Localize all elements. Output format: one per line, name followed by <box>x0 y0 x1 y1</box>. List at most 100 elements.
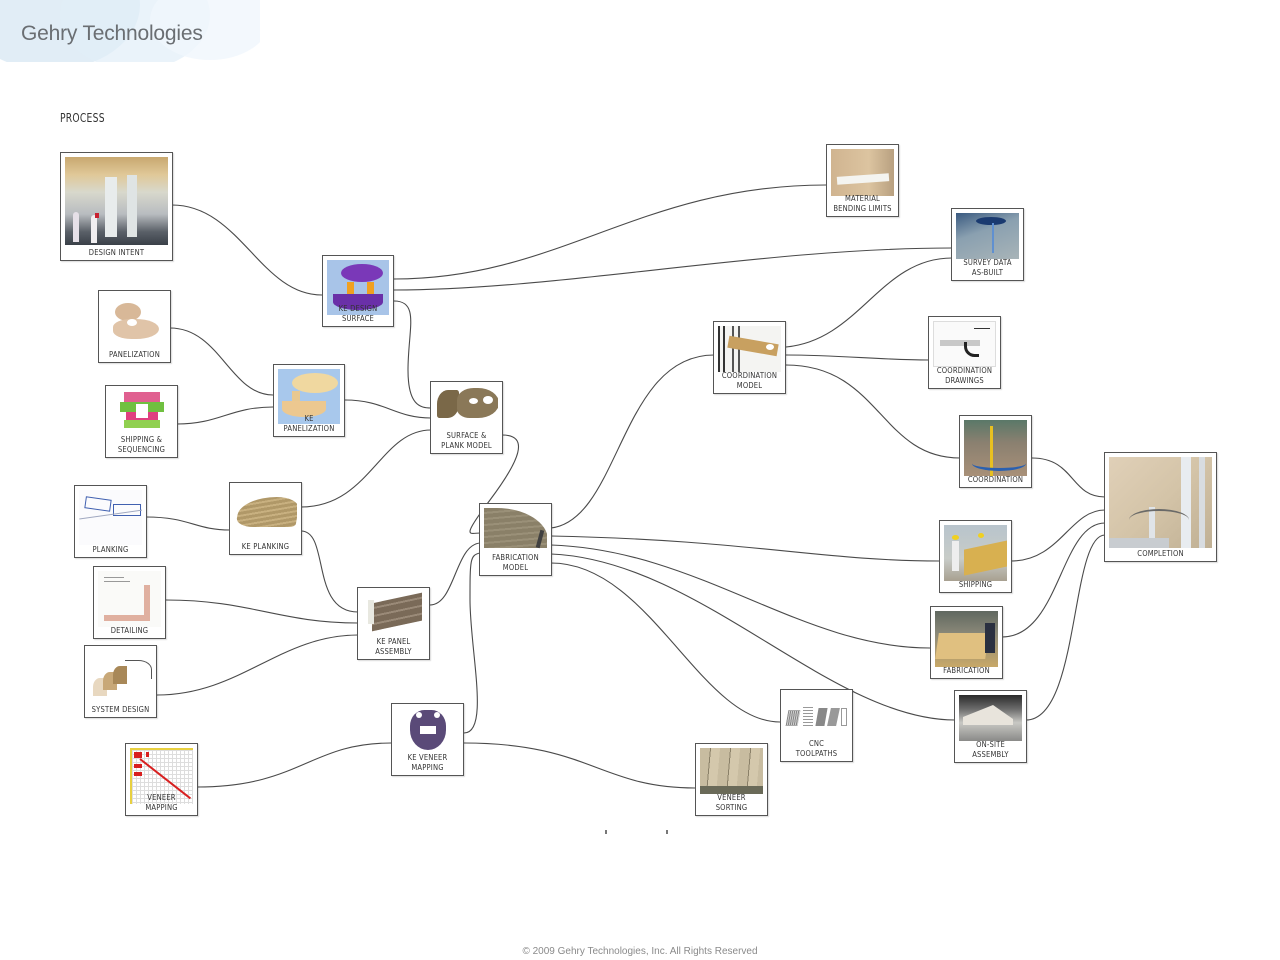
node-label: ON-SITE ASSEMBLY <box>972 740 1009 759</box>
node-planking[interactable]: PLANKING <box>74 485 147 558</box>
node-design-intent[interactable]: DESIGN INTENT <box>60 152 173 261</box>
node-coordination-drawings[interactable]: COORDINATION DRAWINGS <box>928 316 1001 389</box>
link-ke-panel-assembly-to-fabrication-model <box>429 542 481 606</box>
design-intent-image <box>65 157 168 245</box>
link-ke-design-surface-to-surface-plank <box>393 300 432 409</box>
link-ke-veneer-mapping-to-veneer-sorting <box>463 742 696 789</box>
shipping-image <box>944 525 1007 581</box>
link-ke-design-surface-to-survey-data <box>393 247 953 291</box>
node-shipping[interactable]: SHIPPING <box>939 520 1012 593</box>
section-title: PROCESS <box>60 111 105 125</box>
completion-image <box>1109 457 1212 548</box>
node-veneer-sorting[interactable]: VENEER SORTING <box>695 743 768 816</box>
planking-image <box>79 490 142 545</box>
copyright-footer: © 2009 Gehry Technologies, Inc. All Righ… <box>522 946 758 957</box>
node-label: PLANKING <box>92 545 129 554</box>
node-surface-plank-model[interactable]: SURFACE & PLANK MODEL <box>430 381 503 454</box>
node-label: PANELIZATION <box>109 350 160 359</box>
node-label: FABRICATION MODEL <box>492 553 539 572</box>
node-label: COORDINATION MODEL <box>721 371 778 390</box>
node-label: FABRICATION <box>943 666 990 675</box>
coordination-model-image <box>718 326 781 372</box>
node-cnc-toolpaths[interactable]: CNC TOOLPATHS <box>780 689 853 762</box>
ke-planking-image <box>234 487 297 539</box>
node-label: KE PLANKING <box>241 542 290 551</box>
fabrication-model-image <box>484 508 547 554</box>
node-label: SYSTEM DESIGN <box>91 705 150 714</box>
link-ke-planking-to-ke-panel-assembly <box>300 530 359 613</box>
node-label: CNC TOOLPATHS <box>795 739 838 758</box>
node-shipping-sequencing[interactable]: SHIPPING & SEQUENCING <box>105 385 178 458</box>
veneer-sorting-image <box>700 748 763 794</box>
node-completion[interactable]: COMPLETION <box>1104 452 1217 562</box>
node-ke-panel-assembly[interactable]: KE PANEL ASSEMBLY <box>357 587 430 660</box>
node-fabrication[interactable]: FABRICATION <box>930 606 1003 679</box>
link-veneer-mapping-to-ke-veneer-mapping <box>196 742 392 788</box>
node-system-design[interactable]: SYSTEM DESIGN <box>84 645 157 718</box>
node-label: VENEER MAPPING <box>145 793 178 812</box>
link-system-design-to-ke-panel-assembly <box>156 634 359 696</box>
node-ke-design-surface[interactable]: KE DESIGN SURFACE <box>322 255 394 327</box>
node-label: SHIPPING & SEQUENCING <box>117 435 166 454</box>
cnc-toolpaths-image <box>785 694 848 738</box>
link-panelization-to-ke-panelization <box>169 327 274 396</box>
stray-mark <box>605 830 607 834</box>
ke-panelization-image <box>278 369 340 424</box>
link-shipping-sequencing-to-ke-panelization <box>176 406 274 425</box>
node-fabrication-model[interactable]: FABRICATION MODEL <box>479 503 552 576</box>
material-bending-limits-image <box>831 149 894 196</box>
link-design-intent-to-ke-design-surface <box>171 204 323 296</box>
node-panelization[interactable]: PANELIZATION <box>98 290 171 363</box>
coordination-drawings-image <box>933 321 996 367</box>
node-on-site-assembly[interactable]: ON-SITE ASSEMBLY <box>954 690 1027 763</box>
node-ke-veneer-mapping[interactable]: KE VENEER MAPPING <box>391 703 464 776</box>
node-coordination-model[interactable]: COORDINATION MODEL <box>713 321 786 394</box>
node-ke-panelization[interactable]: KE PANELIZATION <box>273 364 345 437</box>
link-surface-plank-to-fabrication-model <box>469 434 519 534</box>
node-label: SHIPPING <box>958 580 993 589</box>
node-survey-data-as-built[interactable]: SURVEY DATA AS-BUILT <box>951 208 1024 281</box>
link-coordination-model-to-coordination <box>785 364 961 459</box>
node-ke-planking[interactable]: KE PLANKING <box>229 482 302 555</box>
fabrication-image <box>935 611 998 667</box>
coordination-image <box>964 420 1027 476</box>
stray-mark <box>666 830 668 834</box>
node-label: COMPLETION <box>1137 549 1184 558</box>
node-label: DETAILING <box>110 626 149 635</box>
node-label: SURFACE & PLANK MODEL <box>441 431 492 450</box>
link-ke-veneer-mapping-to-fabrication-model <box>463 552 481 734</box>
node-label: SURVEY DATA AS-BUILT <box>963 258 1012 277</box>
node-coordination[interactable]: COORDINATION <box>959 415 1032 488</box>
link-planking-to-ke-planking <box>145 516 231 531</box>
link-detailing-to-ke-panel-assembly <box>165 599 359 624</box>
node-label: KE PANELIZATION <box>283 414 335 433</box>
node-label: KE PANEL ASSEMBLY <box>375 637 412 656</box>
link-shipping-to-completion <box>1010 509 1106 562</box>
node-label: DESIGN INTENT <box>88 248 145 257</box>
on-site-assembly-image <box>959 695 1022 741</box>
survey-data-as-built-image <box>956 213 1019 259</box>
ke-veneer-mapping-image <box>396 708 459 752</box>
shipping-sequencing-image <box>110 390 173 434</box>
node-material-bending-limits[interactable]: MATERIAL BENDING LIMITS <box>826 144 899 217</box>
node-label: KE VENEER MAPPING <box>407 753 448 772</box>
ke-panel-assembly-image <box>362 592 425 634</box>
link-ke-panelization-to-surface-plank <box>344 399 432 419</box>
node-veneer-mapping[interactable]: VENEER MAPPING <box>125 743 198 816</box>
link-fabrication-model-to-on-site-assembly <box>550 553 956 721</box>
link-ke-design-surface-to-material-bending <box>393 184 827 280</box>
link-fabrication-model-to-coordination-model <box>550 354 715 529</box>
logo-background-swoosh <box>0 0 260 62</box>
detailing-image <box>98 571 161 627</box>
node-detailing[interactable]: DETAILING <box>93 566 166 639</box>
link-ke-planking-to-surface-plank <box>300 429 432 508</box>
surface-plank-model-image <box>435 386 498 428</box>
link-coordination-model-to-survey-data <box>785 257 953 348</box>
node-label: MATERIAL BENDING LIMITS <box>833 194 892 213</box>
link-coordination-model-to-coordination-drawings <box>785 354 930 361</box>
link-fabrication-model-to-fabrication <box>550 544 931 649</box>
panelization-image <box>103 295 166 350</box>
veneer-mapping-image <box>130 748 193 804</box>
system-design-image <box>89 650 152 704</box>
